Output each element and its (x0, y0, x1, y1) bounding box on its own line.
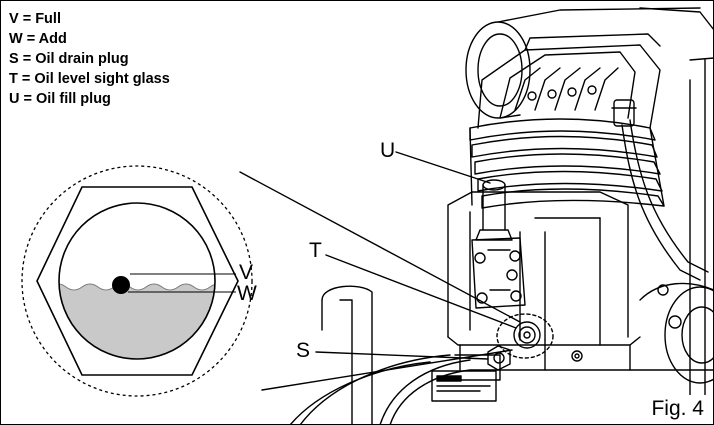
cylinder-fins (469, 118, 665, 209)
legend-item-drain-plug: S = Oil drain plug (9, 51, 129, 67)
legend-item-add: W = Add (9, 31, 67, 47)
callout-u: U (380, 139, 396, 162)
belt-pulley (639, 282, 714, 384)
discharge-tube (611, 99, 709, 281)
legend-item-sight-glass: T = Oil level sight glass (9, 71, 170, 87)
legend-item-full: V = Full (9, 11, 61, 27)
callout-s: S (296, 339, 311, 362)
tank-and-frame-lines (289, 285, 714, 425)
legend: V = Full W = Add S = Oil drain plug T = … (9, 9, 170, 109)
sight-glass-detail (496, 313, 554, 359)
crankcase (447, 191, 641, 371)
cylinder-head (477, 33, 661, 129)
sight-glass-magnified-view (21, 165, 253, 397)
legend-item-fill-plug: U = Oil fill plug (9, 91, 111, 107)
figure-label: Fig. 4 (641, 394, 710, 422)
nameplate (431, 370, 497, 402)
sight-glass-housing (471, 237, 526, 309)
oil-drain-plug (487, 284, 669, 371)
callout-v: V (239, 261, 254, 284)
callout-w: W (237, 282, 257, 305)
flywheel (465, 7, 714, 401)
callout-t: T (309, 239, 322, 262)
oil-fill-plug (475, 179, 513, 241)
magnifier-leaders (239, 171, 521, 391)
